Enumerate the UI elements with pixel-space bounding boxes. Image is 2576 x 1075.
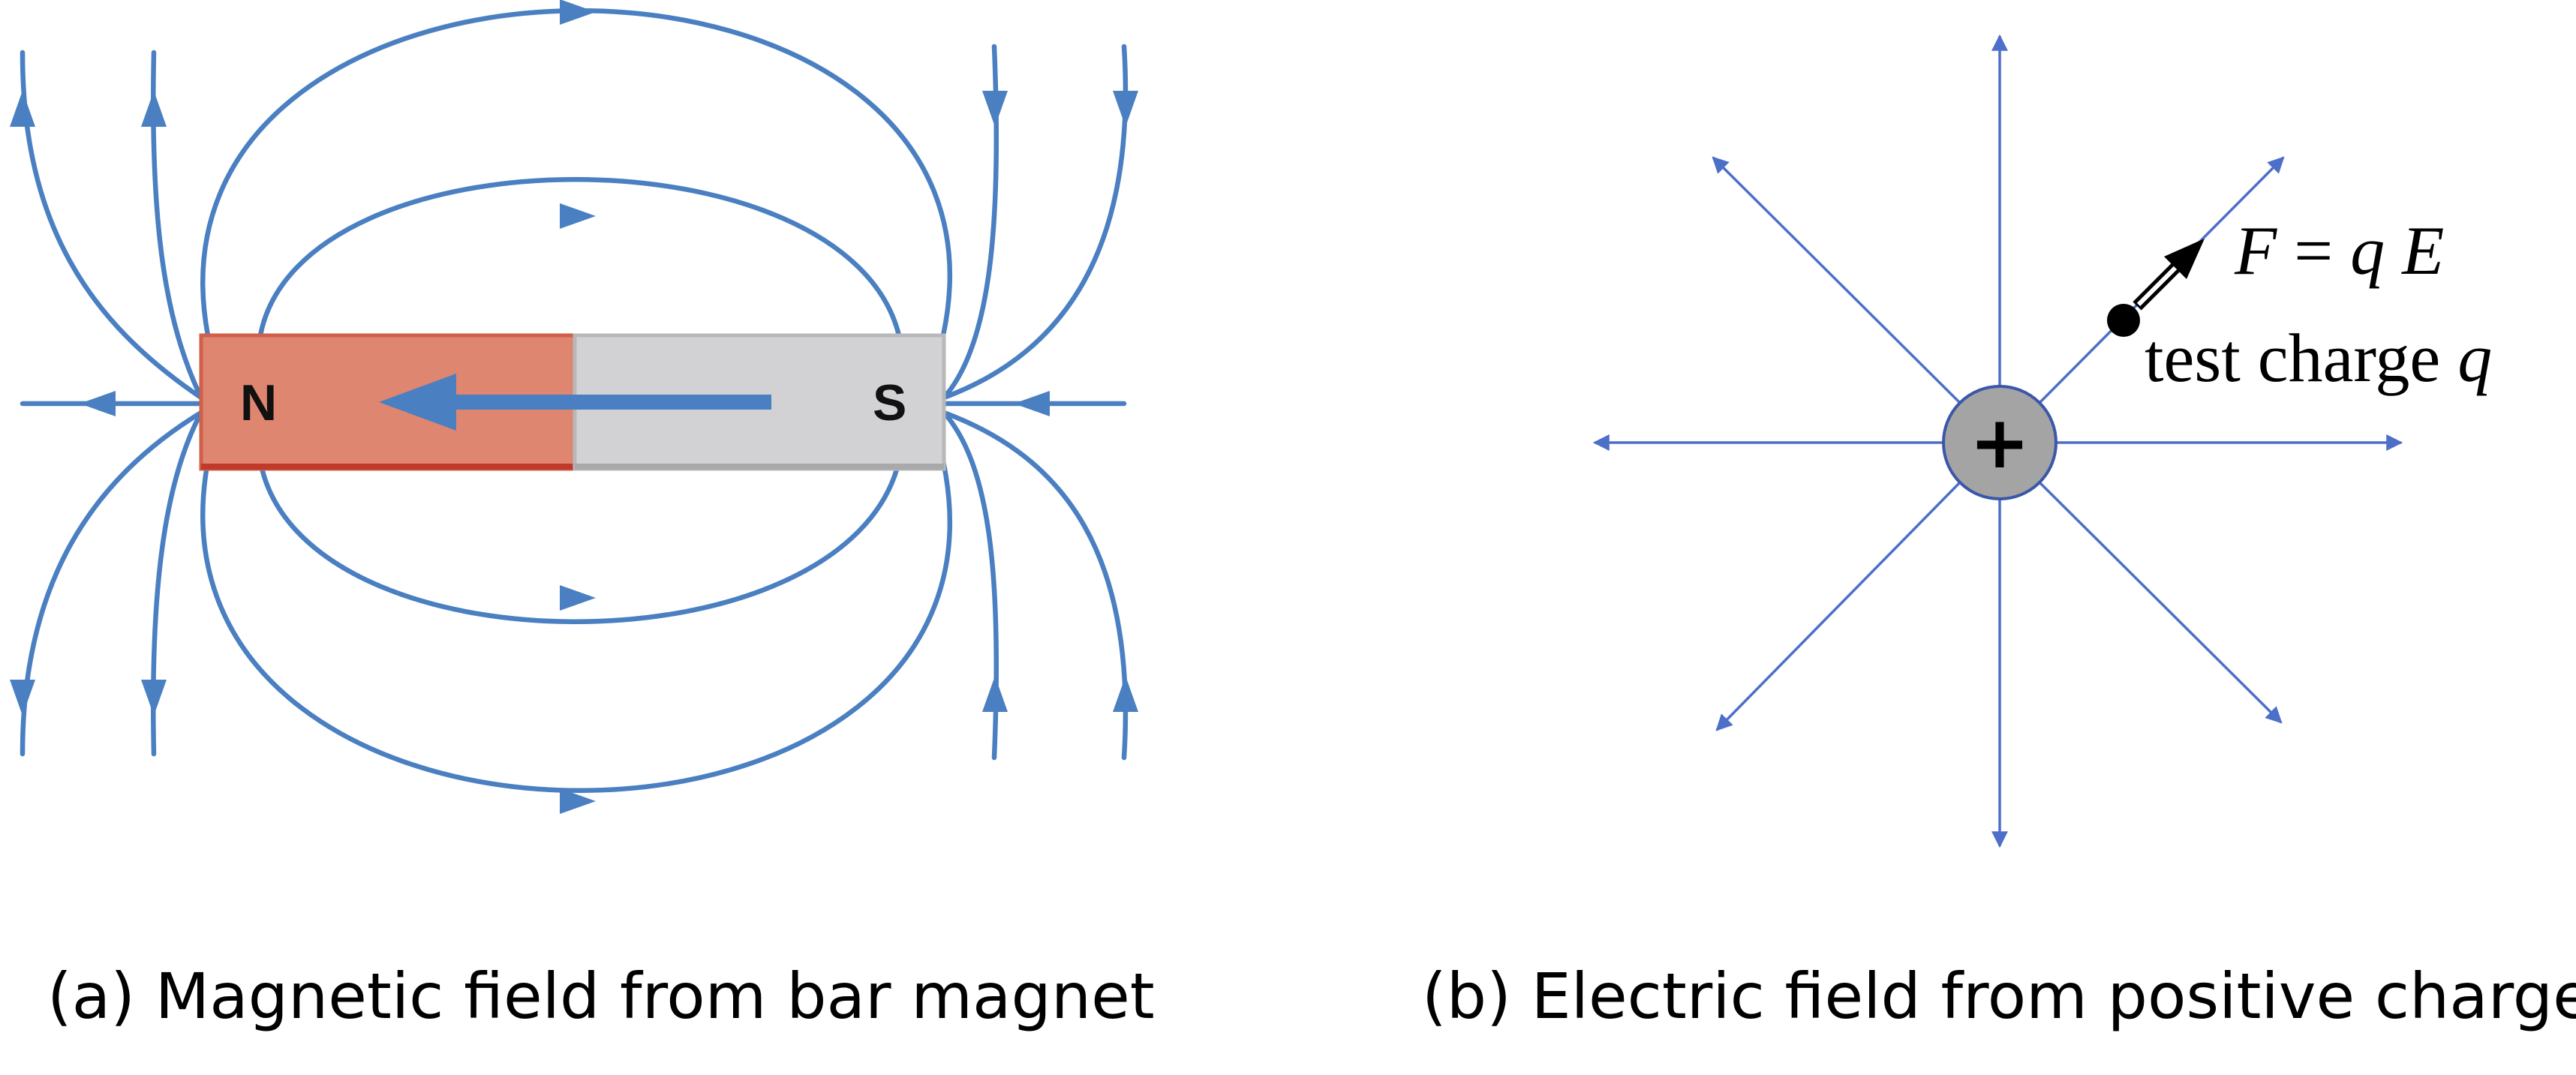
ray-down-right <box>2038 481 2283 724</box>
field-line-outer-bottom <box>200 458 952 793</box>
bar-magnet-icon: N S <box>199 333 946 471</box>
field-arrowheads <box>10 0 1138 814</box>
ray-up-left <box>1712 156 1961 404</box>
test-charge-label: test charge q <box>2145 320 2492 396</box>
force-arrow-head <box>2164 239 2205 279</box>
force-arrow-icon <box>2133 239 2205 311</box>
force-arrow-shaft-inner <box>2136 263 2180 307</box>
test-charge-q: q <box>2457 320 2492 396</box>
field-line-inner-top <box>257 177 902 338</box>
arrowhead-icon <box>10 680 35 716</box>
formula-force-symbol: F <box>2234 212 2277 289</box>
field-line-n-upper-1 <box>20 50 204 401</box>
caption-panel-a: (a) Magnetic field from bar magnet <box>47 959 1155 1033</box>
caption-panel-b: (b) Electric field from positive charge <box>1422 959 2576 1033</box>
charge-plus-sign: + <box>1970 401 2030 485</box>
charge-circle <box>1942 385 2057 500</box>
arrowhead-icon <box>560 0 596 25</box>
arrowhead-icon <box>560 585 596 611</box>
arrowhead-icon <box>10 91 35 127</box>
arrowhead-icon <box>1113 91 1138 127</box>
electric-field-rays <box>1592 34 2403 848</box>
arrowhead-icon <box>560 203 596 229</box>
panel-electric-field: + F = q E test charge q (b) Electric fie… <box>1422 34 2576 1033</box>
arrowhead-icon <box>982 91 1008 127</box>
field-line-s-upper-2 <box>941 44 1129 401</box>
arrowhead-icon <box>141 680 167 716</box>
panel-magnetic-field: N S (a) Magnetic field from bar magnet <box>10 0 1155 1033</box>
south-pole-label: S <box>873 374 906 431</box>
field-line-outer-top <box>200 8 952 338</box>
formula-field-symbol: E <box>2400 212 2444 289</box>
ray-down-left <box>1715 481 1961 731</box>
field-line-inner-bottom <box>257 458 902 624</box>
formula-equals: = <box>2277 212 2350 289</box>
field-line-n-upper-2 <box>151 50 204 401</box>
arrowhead-icon <box>560 788 596 814</box>
arrowhead-icon <box>1113 676 1138 712</box>
arrowhead-icon <box>80 391 116 416</box>
test-charge-text: test charge <box>2145 320 2457 396</box>
north-pole-label: N <box>240 374 277 431</box>
arrowhead-icon <box>141 91 167 127</box>
formula-space <box>2385 212 2402 289</box>
magnet-internal-arrow-head <box>379 374 456 431</box>
field-line-n-lower-1 <box>20 410 204 757</box>
arrowhead-icon <box>1014 391 1050 416</box>
force-formula: F = q E <box>2234 212 2444 289</box>
field-line-n-lower-2 <box>151 410 204 757</box>
test-charge-dot-icon <box>2107 304 2140 337</box>
positive-charge-icon: + <box>1942 385 2057 500</box>
arrowhead-icon <box>982 676 1008 712</box>
field-line-s-lower-2 <box>941 410 1129 761</box>
formula-charge-symbol: q <box>2350 212 2385 289</box>
